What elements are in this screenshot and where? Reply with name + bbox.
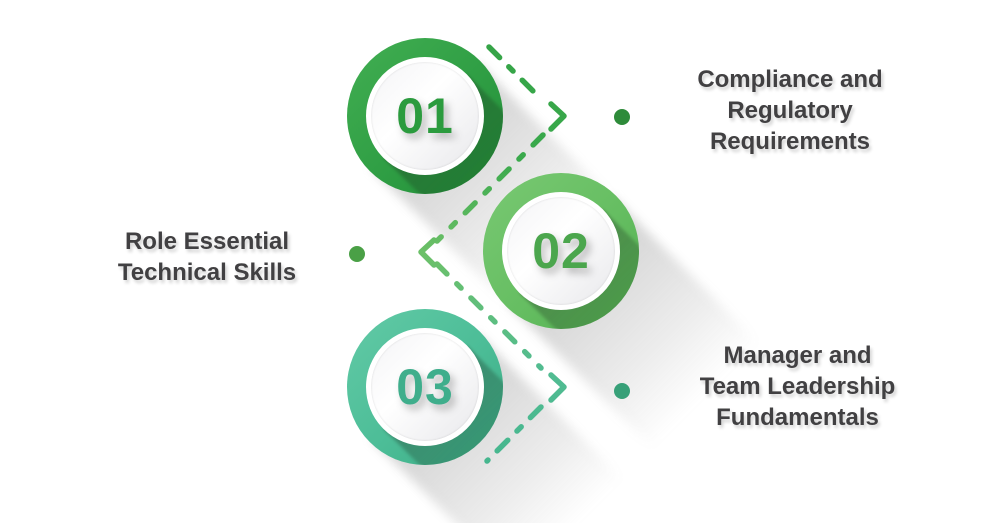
step-number: 01 [396,88,454,144]
step-label-02: Role Essential Technical Skills [117,228,297,286]
step-circle-01: 01 [347,38,655,346]
step-circle-02: 02 [483,173,791,481]
step-label-03: Manager and Team Leadership Fundamentals [699,342,896,431]
step-ring: 02 [483,173,639,329]
step-disc: 02 [502,192,620,310]
chevron-right-icon [548,101,567,132]
step-ring: 01 [347,38,503,194]
step-circle-03: 03 [347,309,655,523]
step-number: 02 [532,223,590,279]
bullet-dot-02 [349,246,365,262]
step-disc: 03 [366,328,484,446]
step-disc: 01 [366,57,484,175]
step-label-01: Compliance and Regulatory Requirements [697,66,883,155]
bullet-dot-03 [614,383,630,399]
step-number: 03 [396,359,454,415]
chevron-left-icon [418,237,437,268]
step-ring: 03 [347,309,503,465]
bullet-dot-01 [614,109,630,125]
chevron-right-icon [548,372,567,403]
